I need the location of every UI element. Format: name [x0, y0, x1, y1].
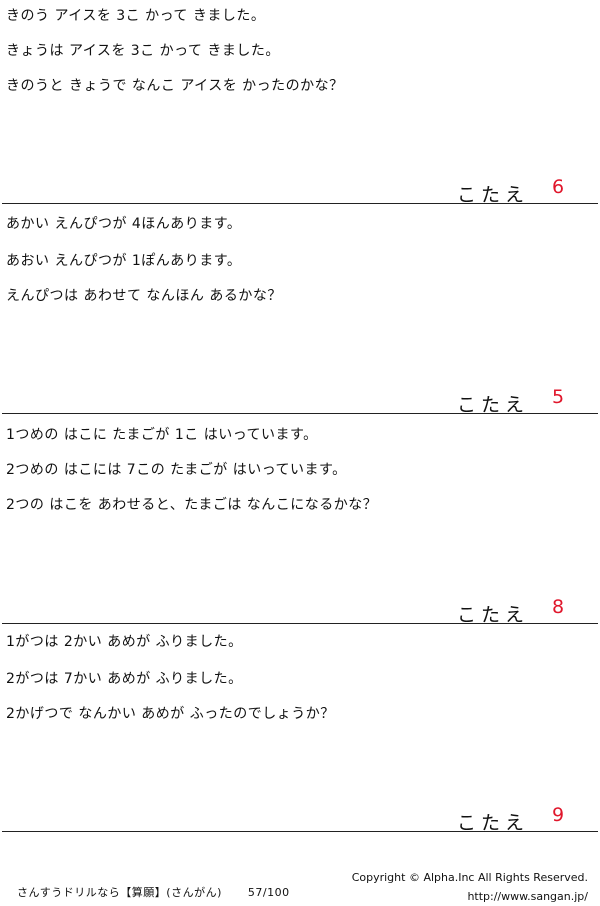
footer-title: さんすうドリルなら【算願】(さんがん) 57/100	[17, 884, 290, 900]
footer-site-name: さんすうドリルなら【算願】(さんがん)	[17, 886, 222, 899]
problem-3-line-3: 2つの はこを あわせると、たまごは なんこになるかな？	[6, 497, 378, 513]
answer-label: こたえ	[457, 812, 530, 834]
problem-1-line-3: きのうと きょうで なんこ アイスを かったのかな？	[6, 78, 344, 94]
answer-value: 6	[552, 176, 565, 198]
answer-value: 9	[552, 804, 565, 826]
problem-3-line-1: 1つめの はこに たまごが 1こ はいっています。	[6, 427, 318, 443]
answer-value: 8	[552, 596, 565, 618]
problem-2-line-1: あかい えんぴつが 4ほんあります。	[6, 216, 242, 232]
answer-label: こたえ	[457, 394, 530, 416]
problem-4-line-3: 2かげつで なんかい あめが ふったのでしょうか？	[6, 706, 335, 722]
divider-line	[2, 413, 598, 414]
divider-line	[2, 203, 598, 204]
problem-1-line-1: きのう アイスを 3こ かって きました。	[6, 8, 266, 24]
answer-label: こたえ	[457, 184, 530, 206]
problem-3-line-2: 2つめの はこには 7この たまごが はいっています。	[6, 462, 347, 478]
footer-url-link[interactable]: http://www.sangan.jp/	[467, 890, 588, 903]
problem-1-line-2: きょうは アイスを 3こ かって きました。	[6, 43, 280, 59]
divider-line	[2, 623, 598, 624]
answer-label: こたえ	[457, 604, 530, 626]
problem-2-line-2: あおい えんぴつが 1ぽんあります。	[6, 253, 242, 269]
problem-4-line-1: 1がつは 2かい あめが ふりました。	[6, 634, 243, 650]
footer-copyright: Copyright © Alpha.Inc All Rights Reserve…	[351, 871, 588, 884]
footer-page-number: 57/100	[247, 886, 290, 899]
answer-value: 5	[552, 386, 565, 408]
problem-4-line-2: 2がつは 7かい あめが ふりました。	[6, 671, 243, 687]
problem-2-line-3: えんぴつは あわせて なんほん あるかな？	[6, 288, 282, 304]
divider-line	[2, 831, 598, 832]
footer-credits: Copyright © Alpha.Inc All Rights Reserve…	[352, 868, 588, 906]
